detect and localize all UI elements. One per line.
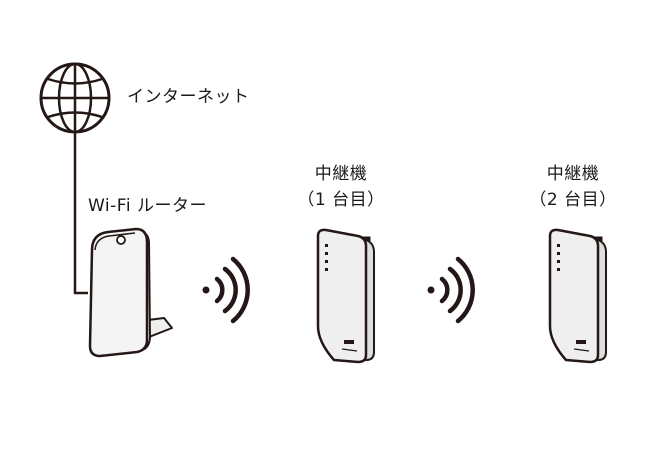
internet-cable xyxy=(73,128,88,295)
globe-icon xyxy=(39,62,111,134)
wifi-signal-icon xyxy=(427,256,475,324)
repeater-2-name: 中継機 xyxy=(546,164,600,184)
wifi-repeater-icon xyxy=(548,228,607,364)
repeater-1-name: 中継機 xyxy=(314,164,368,184)
repeater-2-order: （2 台目） xyxy=(529,190,617,210)
wifi-router-icon xyxy=(88,227,173,358)
wifi-repeater-icon xyxy=(316,228,375,364)
internet-label: インターネット xyxy=(127,87,250,107)
repeater-1-order: （1 台目） xyxy=(297,190,385,210)
wifi-signal-icon xyxy=(202,256,250,324)
router-label: Wi-Fi ルーター xyxy=(88,196,207,216)
